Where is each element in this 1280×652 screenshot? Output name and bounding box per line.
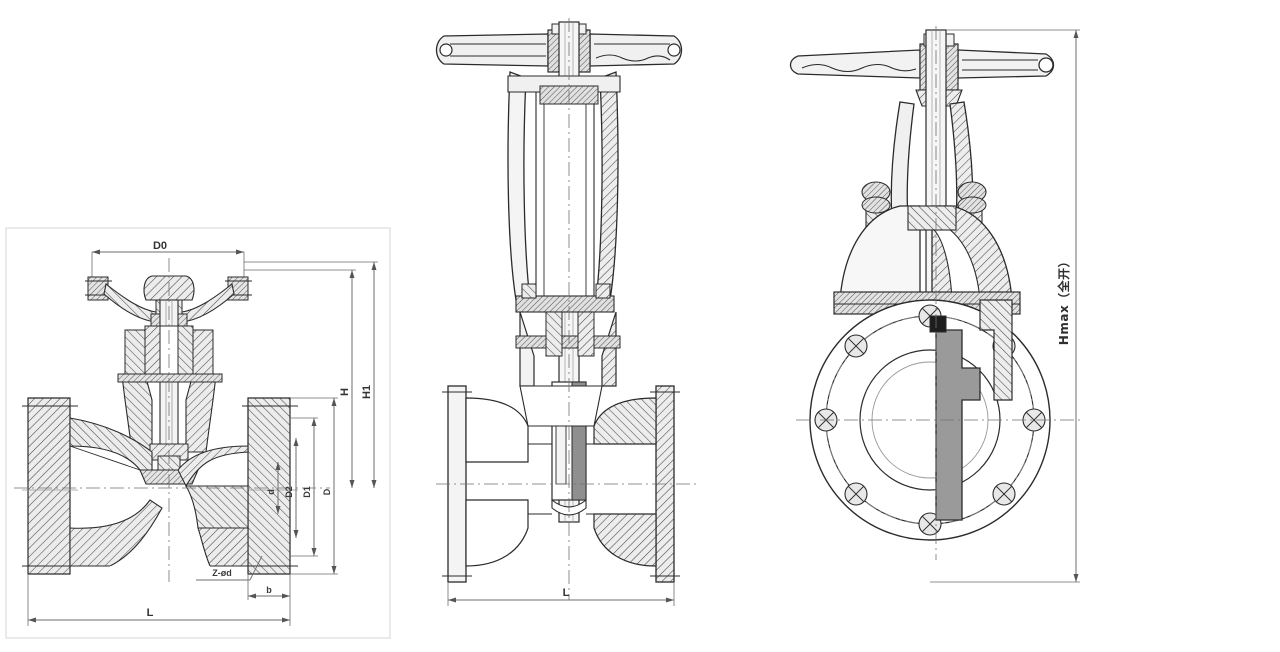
dimension-label-bolt-holes: Z-ød [212,568,232,578]
figure-border-box [5,227,391,639]
dimension-label-handwheel-diameter: D0 [153,240,167,252]
dimension-length: L [27,574,291,626]
yoke [507,71,621,301]
dimension-label-height-open: H1 [361,385,373,399]
centerlines [796,26,1080,560]
dimension-length: L [447,582,675,606]
dimension-label-flange-thickness: b [266,585,272,595]
dimension-label-flange-outer: D [322,488,332,495]
centerlines [436,18,700,600]
dimension-flange-set: D D1 D2 d [266,397,338,575]
dimension-label-bolt-circle: D1 [302,486,312,498]
dimension-label-max-open-height: Hmax（全开） [1056,255,1071,345]
dimension-heights: H H1 [244,261,378,488]
figure-gate-valve-large-flange: Hmax（全开） [780,0,1280,652]
dimension-label-raised-face: D2 [284,486,294,498]
callout-bolt-holes: Z-ød [196,555,263,581]
dimension-label-length: L [563,587,570,599]
bonnet-and-gland [117,325,223,453]
dimension-label-bore: d [266,489,276,495]
valve-body [22,397,298,575]
dimension-label-length: L [147,607,154,619]
dimension-max-open-height: Hmax（全开） [930,29,1080,583]
figure-gate-valve-rising-stem: L [420,0,780,652]
bonnet-and-gland [515,283,621,387]
handwheel-lever [789,33,1055,107]
gate-disc [929,299,1013,521]
dimension-label-height-closed: H [339,388,351,396]
centerlines [14,258,330,582]
dimension-flange-thickness: b [247,574,291,600]
bonnet-assembly [833,181,1021,315]
figure-globe-valve: D0 [0,0,420,652]
valve-body [442,385,680,583]
